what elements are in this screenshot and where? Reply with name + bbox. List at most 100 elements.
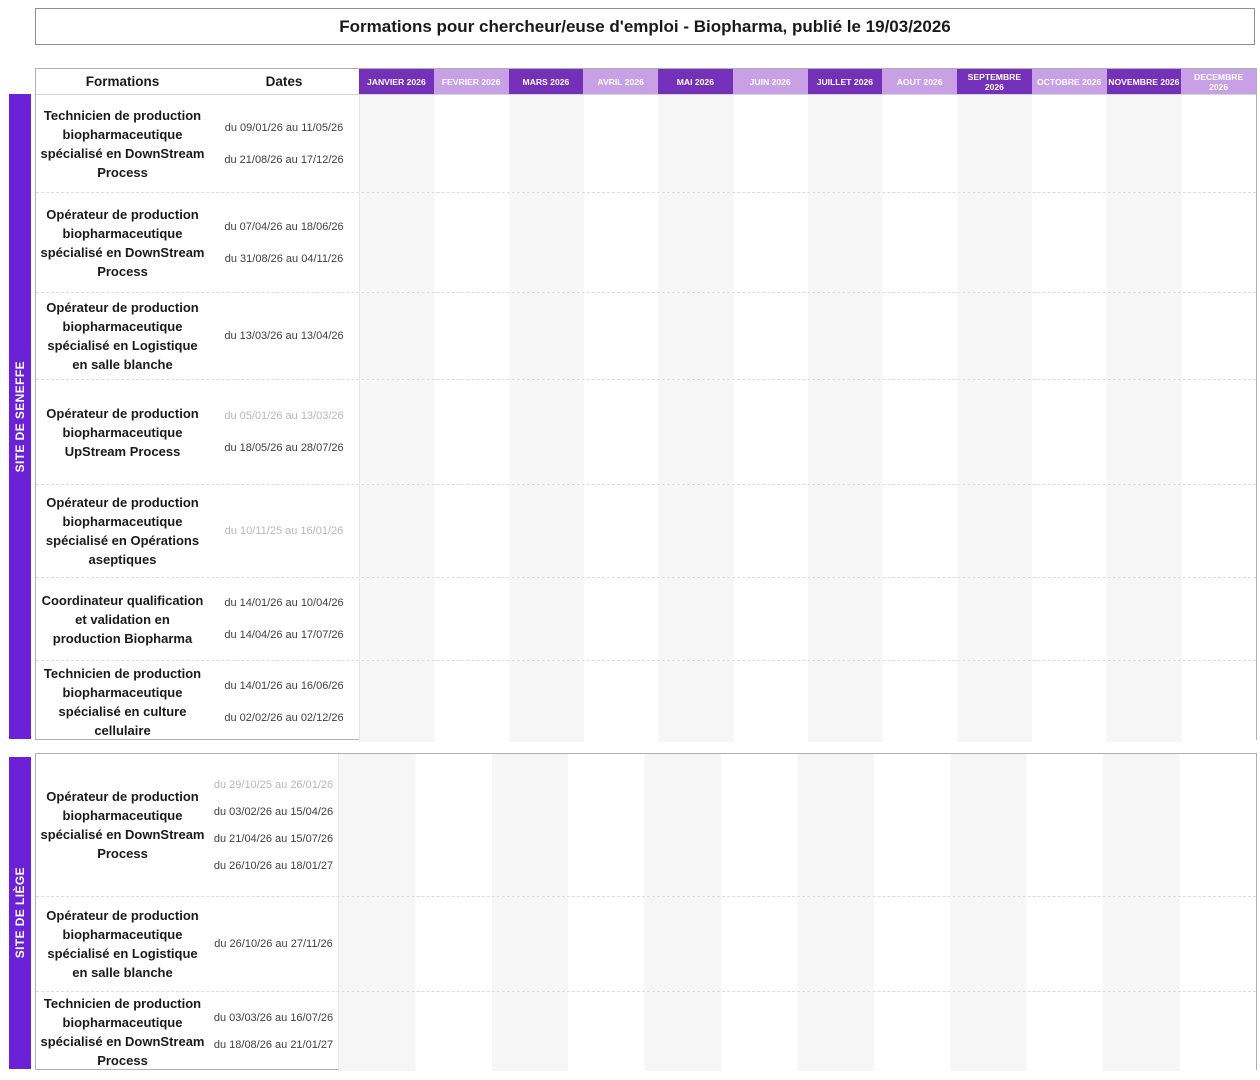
month-header-cell: JUIN 2026 (732, 69, 808, 94)
session-dates: du 18/08/26 au 21/01/27 (213, 1039, 334, 1051)
sessions-group: du 05/01/26 au 13/03/26 du 18/05/26 au 2… (209, 380, 1256, 484)
session-dates: du 03/03/26 au 16/07/26 (213, 1012, 334, 1024)
session-bar (710, 446, 868, 451)
sessions-group: du 10/11/25 au 16/01/26 (209, 485, 1256, 577)
table-row: Technicien de production biopharmaceutiq… (36, 991, 1256, 1071)
column-header-dates: Dates (265, 74, 303, 89)
timeline-track (338, 931, 1256, 958)
timeline-track (359, 670, 1256, 702)
session-dates: du 18/05/26 au 28/07/26 (224, 442, 344, 454)
session-bar (499, 414, 648, 419)
session-dates: du 14/01/26 au 16/06/26 (224, 679, 344, 692)
timeline-track (359, 432, 1256, 464)
session-bar (416, 809, 582, 814)
sessions-group: du 14/01/26 au 10/04/26 du 14/04/26 au 1… (209, 578, 1256, 660)
month-header-cell: JUILLET 2026 (807, 69, 883, 94)
month-header-cell: MARS 2026 (508, 69, 584, 94)
session-dates: du 09/01/26 au 11/05/26 (224, 121, 344, 134)
session-bar (491, 1016, 799, 1021)
section-seneffe: SITE DE SENEFFE Formations Dates JANVIER… (9, 68, 1257, 742)
timeline-track (359, 619, 1256, 651)
month-header-cell: MAI 2026 (658, 69, 733, 94)
session-bar (928, 157, 1231, 162)
table-row: Opérateur de production biopharmaceutiqu… (36, 292, 1256, 379)
session-row: du 14/01/26 au 10/04/26 (209, 587, 1256, 619)
session-dates: du 14/01/26 au 10/04/26 (224, 597, 344, 609)
section-liege: SITE DE LIÈGE Opérateur de production bi… (9, 753, 1257, 1071)
formation-name: Opérateur de production biopharmaceutiqu… (46, 300, 199, 372)
sessions-group: du 13/03/26 au 13/04/26 (209, 293, 1256, 379)
session-bar (600, 836, 799, 841)
timeline-track (359, 400, 1256, 432)
formation-name: Opérateur de production biopharmaceutiqu… (46, 405, 199, 459)
session-dates: du 05/01/26 au 13/03/26 (224, 410, 344, 422)
month-header-cell: SEPTEMBRE 2026 (957, 69, 1032, 94)
session-row: du 03/02/26 au 15/04/26 (209, 798, 1256, 825)
session-dates: du 14/04/26 au 17/07/26 (224, 629, 344, 641)
session-bar (956, 256, 1112, 261)
session-bar (1107, 863, 1256, 868)
session-dates: du 26/10/26 au 27/11/26 (214, 938, 333, 950)
session-row: du 31/08/26 au 04/11/26 (209, 243, 1256, 275)
session-bar (630, 633, 831, 638)
table-row: Opérateur de production biopharmaceutiqu… (36, 192, 1256, 292)
session-bar (402, 683, 756, 688)
timeline-track (359, 112, 1256, 144)
session-row: du 02/02/26 au 02/12/26 (209, 702, 1256, 734)
session-bar (600, 224, 778, 229)
month-header-strip: JANVIER 2026 FEVRIER 2026 MARS 2026 AVRI… (359, 69, 1256, 94)
session-dates: du 03/02/26 au 15/04/26 (213, 805, 334, 818)
session-row: du 07/04/26 au 18/06/26 (209, 211, 1256, 243)
session-dates: du 29/10/25 au 26/01/26 (213, 778, 334, 791)
session-row: du 14/01/26 au 16/06/26 (209, 670, 1256, 702)
timeline-track (359, 587, 1256, 619)
table-row: Coordinateur qualification et validation… (36, 577, 1256, 660)
table-row: Opérateur de production biopharmaceutiqu… (36, 379, 1256, 484)
session-bar (947, 1043, 1256, 1048)
site-label-text: SITE DE LIÈGE (13, 867, 27, 959)
month-header-cell: AVRIL 2026 (583, 69, 658, 94)
timeline-track (338, 1005, 1256, 1032)
table-row: Technicien de production biopharmaceutiq… (36, 660, 1256, 742)
session-row: du 21/04/26 au 15/07/26 (209, 825, 1256, 852)
table-header-row: Formations Dates JANVIER 2026 FEVRIER 20… (36, 69, 1256, 95)
session-row: du 18/05/26 au 28/07/26 (209, 432, 1256, 464)
session-bar (545, 334, 609, 339)
session-row: du 26/10/26 au 27/11/26 (209, 931, 1256, 958)
timeline-track (359, 320, 1256, 352)
month-header-cell: NOVEMBRE 2026 (1106, 69, 1182, 94)
session-row: du 29/10/25 au 26/01/26 (209, 771, 1256, 798)
session-row: du 14/04/26 au 17/07/26 (209, 619, 1256, 651)
timeline-track (338, 771, 1256, 798)
session-row: du 26/10/26 au 18/01/27 (209, 852, 1256, 879)
session-dates: du 02/02/26 au 02/12/26 (224, 711, 344, 724)
site-label-liege: SITE DE LIÈGE (9, 757, 31, 1069)
session-row: du 18/08/26 au 21/01/27 (209, 1032, 1256, 1059)
month-header-cell: AOUT 2026 (882, 69, 957, 94)
session-row: du 13/03/26 au 13/04/26 (209, 320, 1256, 352)
formation-name: Opérateur de production biopharmaceutiqu… (45, 495, 200, 567)
formation-name: Technicien de production biopharmaceutiq… (40, 995, 205, 1068)
timeline-track (338, 825, 1256, 852)
month-header-cell: DECEMBRE 2026 (1181, 69, 1256, 94)
timeline-track (338, 1032, 1256, 1059)
session-dates: du 21/04/26 au 15/07/26 (213, 832, 334, 845)
sessions-group: du 07/04/26 au 18/06/26 du 31/08/26 au 0… (209, 193, 1256, 292)
month-header-cell: FEVRIER 2026 (433, 69, 509, 94)
table-row: Opérateur de production biopharmaceutiqu… (36, 754, 1256, 896)
timeline-track (359, 144, 1256, 176)
session-dates: du 07/04/26 au 18/06/26 (224, 220, 344, 233)
session-bar (343, 782, 403, 787)
session-bar (394, 601, 612, 606)
sessions-group: du 09/01/26 au 11/05/26 du 21/08/26 au 1… (209, 95, 1256, 192)
session-row: du 10/11/25 au 16/01/26 (209, 515, 1256, 547)
month-header-cell: JANVIER 2026 (359, 69, 434, 94)
formation-name: Coordinateur qualification et validation… (41, 592, 204, 646)
session-dates: du 21/08/26 au 17/12/26 (224, 153, 344, 166)
table-row: Technicien de production biopharmaceutiq… (36, 95, 1256, 192)
timeline-track (338, 798, 1256, 825)
session-row: du 09/01/26 au 11/05/26 (209, 112, 1256, 144)
timeline-track (359, 515, 1256, 547)
formation-name: Opérateur de production biopharmaceutiqu… (46, 908, 199, 980)
table-row: Opérateur de production biopharmaceutiqu… (36, 484, 1256, 577)
